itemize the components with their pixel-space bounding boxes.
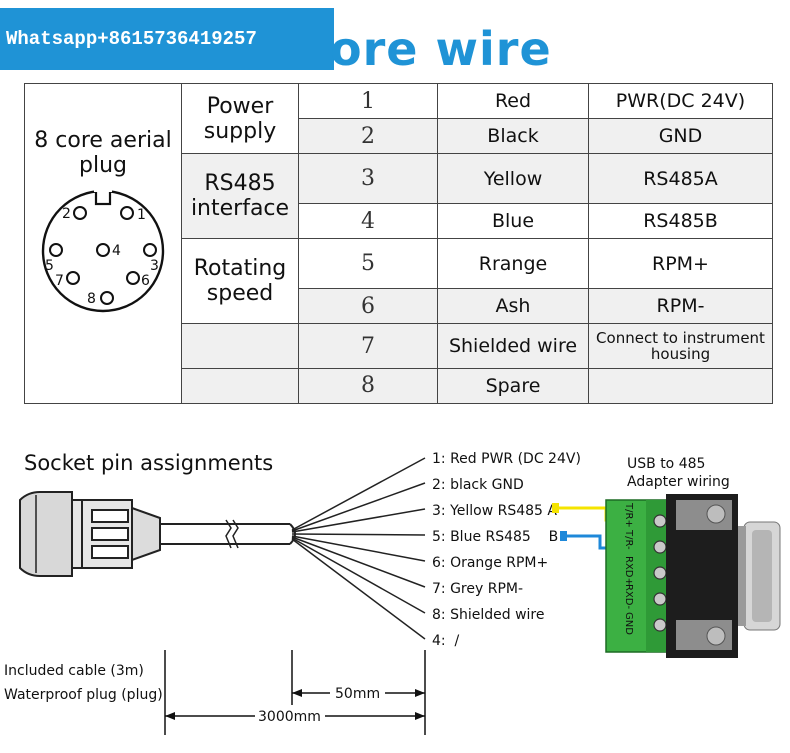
wire-label: 4: / [432,633,460,649]
plug-note: Waterproof plug (plug) [4,687,163,703]
wire-color: Spare [437,367,589,405]
wire-color: Black [437,118,589,155]
pin-label: 6 [141,273,150,289]
terminal-label: RXD- [623,584,634,609]
wire-function: GND [588,118,773,155]
wire-function [588,367,773,405]
dimension-long: 3000mm [258,709,321,725]
socket-heading: Socket pin assignments [24,451,273,475]
pin-number: 8 [298,367,438,405]
wire-function: RS485A [588,153,773,205]
wire-label: 3: Yellow RS485 A [432,503,557,519]
wire-function: RS485B [588,203,773,240]
pin-number: 7 [298,323,438,369]
pin-number: 6 [298,288,438,325]
pin-label: 1 [137,207,146,223]
plug-cell: 8 core aerial plug 1 2 [24,83,182,404]
dimension-arrows [165,689,425,720]
terminal-label: GND [623,612,634,635]
pin-label: 3 [150,258,159,274]
connector-plug-icon [19,491,161,577]
pin-number: 2 [298,118,438,155]
cable-icon [160,519,296,549]
usb-485-adapter-icon [605,494,781,658]
dimension-short: 50mm [335,686,380,702]
wire-color: Yellow [437,153,589,205]
plug-label: 8 core aerial plug [34,128,172,178]
wire-label: 7: Grey RPM- [432,581,523,597]
wire-color: Shielded wire [437,323,589,369]
wire-function: PWR(DC 24V) [588,82,773,120]
wire-label: 5: Blue RS485 B [432,529,558,545]
pin-number: 4 [298,203,438,240]
wire-color: Red [437,82,589,120]
wire-fan [291,457,426,640]
wire-label: 6: Orange RPM+ [432,555,548,571]
blue-lead-marker [560,531,567,541]
terminal-label: T/R+ [623,502,634,528]
pin-label: 2 [62,206,71,222]
wire-color: Blue [437,203,589,240]
terminal-label: RXD+ [623,556,634,586]
wire-label: 1: Red PWR (DC 24V) [432,451,581,467]
wire-function: RPM- [588,288,773,325]
yellow-lead-marker [552,503,559,513]
adapter-subtitle: Adapter wiring [627,474,730,490]
group-rotating-speed: Rotating speed [181,238,299,325]
watermark-banner: Whatsapp+8615736419257 [0,8,334,70]
wire-label: 2: black GND [432,477,524,493]
terminal-label: T/R- [623,529,634,550]
pin-label: 7 [55,273,64,289]
wire-function: RPM+ [588,238,773,290]
pin-label: 5 [45,258,54,274]
adapter-title: USB to 485 [627,456,705,472]
cable-note: Included cable (3m) [4,663,144,679]
group-empty [181,367,299,405]
pinout-table: 8 core aerial plug 1 2 [24,82,773,405]
pin-label: 8 [87,291,96,307]
group-power: Power supply [181,82,299,155]
group-empty [181,323,299,369]
wire-color: Rrange [437,238,589,290]
page-title: ore wire [330,22,552,76]
wire-color: Ash [437,288,589,325]
pin-label: 4 [112,243,121,259]
plug-face-icon: 1 2 3 4 5 6 7 8 [41,188,165,313]
wire-label: 8: Shielded wire [432,607,544,623]
